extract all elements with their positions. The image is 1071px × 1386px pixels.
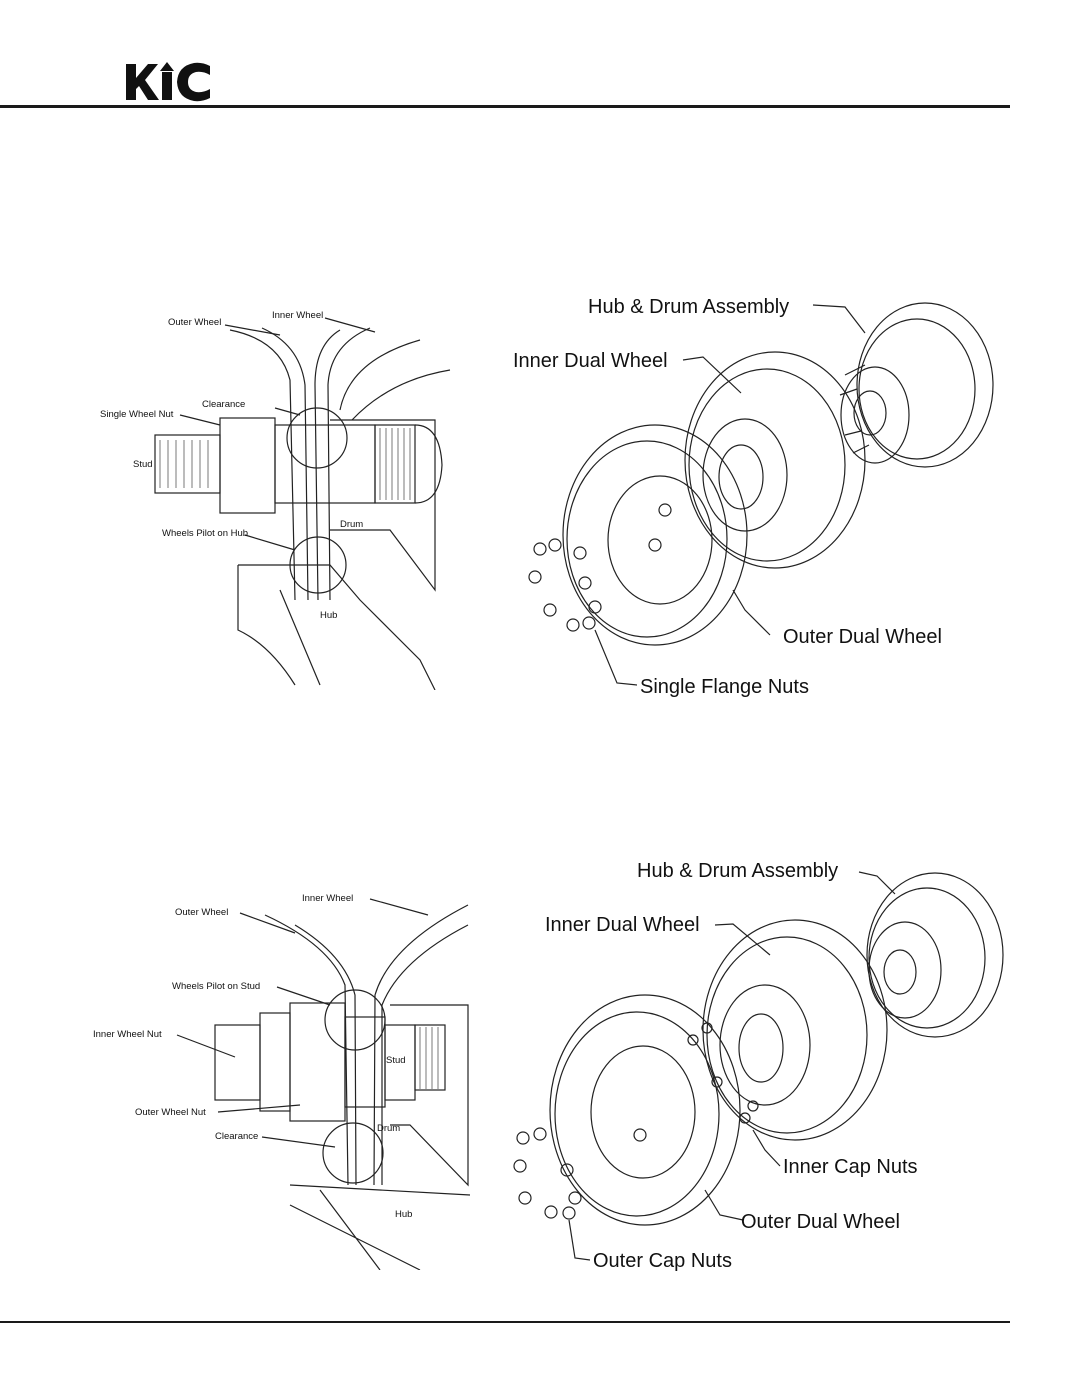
cap-nut-exploded-view: Hub & Drum Assembly Inner Dual Wheel Inn… — [495, 850, 1005, 1275]
label-hub: Hub — [320, 610, 337, 621]
label-single-wheel-nut: Single Wheel Nut — [100, 409, 174, 420]
label-outer-dual-wheel: Outer Dual Wheel — [783, 626, 942, 648]
label-outer-dual-wheel-2: Outer Dual Wheel — [741, 1211, 900, 1233]
label-hub-2: Hub — [395, 1209, 412, 1220]
label-drum: Drum — [340, 519, 363, 530]
label-outer-cap-nuts: Outer Cap Nuts — [593, 1250, 732, 1272]
label-inner-cap-nuts: Inner Cap Nuts — [783, 1156, 918, 1178]
footer-rule — [0, 1321, 1010, 1323]
label-outer-wheel-nut: Outer Wheel Nut — [135, 1107, 206, 1118]
label-hub-drum-assembly-2: Hub & Drum Assembly — [637, 860, 838, 882]
kic-logo — [126, 62, 212, 102]
label-inner-wheel-2: Inner Wheel — [302, 893, 353, 904]
label-outer-wheel-2: Outer Wheel — [175, 907, 228, 918]
label-outer-wheel: Outer Wheel — [168, 317, 221, 328]
label-inner-wheel-nut: Inner Wheel Nut — [93, 1029, 162, 1040]
label-inner-wheel: Inner Wheel — [272, 310, 323, 321]
label-inner-dual-wheel-2: Inner Dual Wheel — [545, 914, 700, 936]
label-stud: Stud — [133, 459, 153, 470]
label-stud-2: Stud — [386, 1055, 406, 1066]
label-hub-drum-assembly: Hub & Drum Assembly — [588, 296, 789, 318]
label-clearance: Clearance — [202, 399, 245, 410]
label-single-flange-nuts: Single Flange Nuts — [640, 676, 809, 698]
label-drum-2: Drum — [377, 1123, 400, 1134]
single-nut-cross-section: Outer Wheel Inner Wheel Clearance Single… — [90, 300, 480, 690]
header-rule — [0, 105, 1010, 108]
label-wheels-pilot-on-hub: Wheels Pilot on Hub — [162, 528, 248, 539]
cap-nut-cross-section: Outer Wheel Inner Wheel Wheels Pilot on … — [90, 885, 480, 1270]
label-inner-dual-wheel: Inner Dual Wheel — [513, 350, 668, 372]
label-wheels-pilot-on-stud: Wheels Pilot on Stud — [172, 981, 260, 992]
label-clearance-2: Clearance — [215, 1131, 258, 1142]
flange-nut-exploded-view: Hub & Drum Assembly Inner Dual Wheel Out… — [505, 285, 1005, 705]
